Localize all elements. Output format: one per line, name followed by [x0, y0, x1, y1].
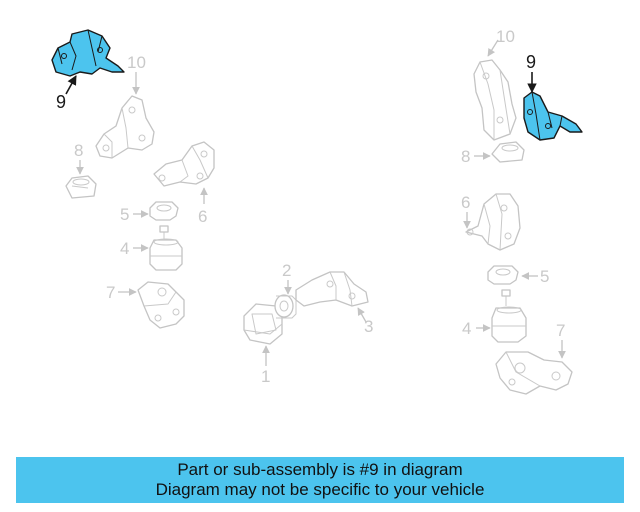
leader-9-left — [65, 75, 77, 95]
callout-5-left: 5 — [120, 205, 129, 224]
part-6-right-bracket — [465, 193, 521, 251]
callout-10-left: 10 — [127, 53, 146, 72]
part-5-left-cushion — [149, 201, 179, 221]
part-4-left-mount — [149, 225, 183, 271]
leader-10-right — [487, 39, 499, 57]
callout-9-left: 9 — [56, 92, 66, 112]
callout-4-left: 4 — [120, 239, 129, 258]
part-3-transmission-bracket — [295, 271, 369, 307]
banner-line-disclaimer: Diagram may not be specific to your vehi… — [155, 480, 485, 499]
callout-10-right: 10 — [496, 27, 515, 46]
part-6-left-bracket — [153, 141, 215, 187]
part-7-right-bracket — [495, 351, 573, 395]
callout-7-right: 7 — [556, 321, 565, 340]
callout-8-right: 8 — [461, 147, 470, 166]
callout-8-left: 8 — [74, 141, 83, 160]
part-5-right-cushion — [487, 265, 519, 285]
callout-4-right: 4 — [462, 319, 471, 338]
part-8-right-mount — [491, 141, 525, 163]
part-4-right-mount — [491, 289, 527, 343]
part-9-right-bracket[interactable] — [523, 91, 583, 141]
callout-2: 2 — [282, 261, 291, 280]
info-banner: Part or sub-assembly is #9 in diagram Di… — [16, 457, 624, 503]
callout-5-right: 5 — [540, 267, 549, 286]
part-2-bushing — [274, 294, 297, 319]
part-8-left-mount — [65, 175, 97, 199]
part-1-crossmember-mount — [243, 303, 283, 345]
part-10-right-bracket — [473, 59, 517, 141]
part-7-left-bracket — [137, 281, 185, 329]
callout-9-right: 9 — [526, 52, 536, 72]
callout-1: 1 — [261, 367, 270, 386]
callout-6-right: 6 — [461, 193, 470, 212]
part-10-left-bracket — [95, 95, 155, 159]
callout-3: 3 — [364, 317, 373, 336]
callout-6-left: 6 — [198, 207, 207, 226]
callout-7-left: 7 — [106, 283, 115, 302]
part-9-left-bracket[interactable] — [51, 29, 125, 77]
banner-line-part-number: Part or sub-assembly is #9 in diagram — [177, 460, 463, 479]
leader-3 — [357, 307, 367, 323]
